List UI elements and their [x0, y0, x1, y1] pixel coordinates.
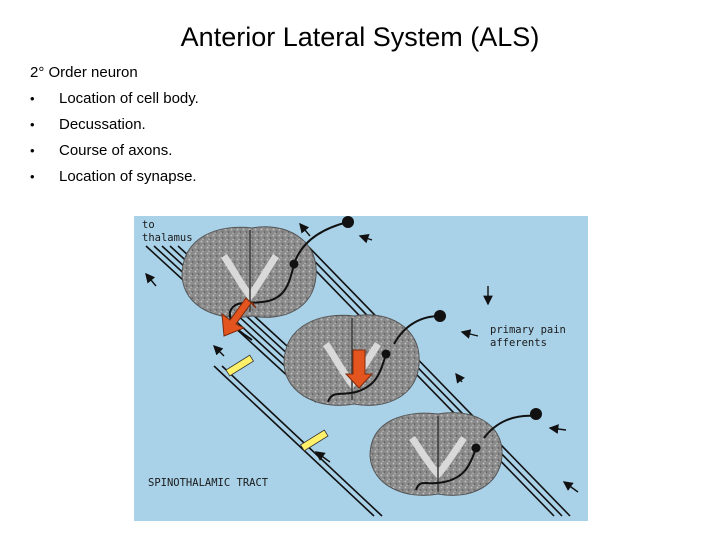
spinal-cord-section-middle: [283, 314, 420, 406]
yellow-markers: [225, 354, 329, 452]
spinal-cord-section-upper: [181, 226, 317, 318]
direction-arrows: [145, 222, 579, 493]
list-item: • Location of synapse.: [30, 168, 199, 194]
yellow-marker-upper: [225, 354, 255, 377]
bullet-heading: 2° Order neuron: [30, 64, 138, 81]
bullet-dot: •: [30, 91, 35, 106]
red-arrow-middle: [344, 349, 374, 389]
bullet-text: Decussation.: [59, 116, 146, 133]
bullet-dot: •: [30, 169, 35, 184]
red-arrow-upper: [221, 297, 257, 337]
label-thalamus: thalamus: [142, 232, 193, 244]
red-arrows: [221, 297, 374, 389]
bullet-text: Course of axons.: [59, 142, 173, 159]
list-item: • Course of axons.: [30, 142, 199, 168]
yellow-marker-lower: [299, 429, 329, 452]
list-item: • Decussation.: [30, 116, 199, 142]
label-spinothalamic-tract: SPINOTHALAMIC TRACT: [148, 477, 269, 489]
spinothalamic-tract-diagram: to thalamus primary pain afferents SPINO…: [134, 216, 588, 521]
neuron-cell-bodies: [289, 216, 542, 453]
slide-title: Anterior Lateral System (ALS): [180, 22, 540, 52]
spinal-cord-section-lower: [369, 412, 503, 496]
label-afferents: afferents: [490, 337, 547, 349]
list-item: • Location of cell body.: [30, 90, 199, 116]
bullet-text: Location of cell body.: [59, 90, 199, 107]
bullet-text: Location of synapse.: [59, 168, 197, 185]
bullet-dot: •: [30, 143, 35, 158]
label-primary-pain: primary pain: [490, 324, 566, 336]
bullet-dot: •: [30, 117, 35, 132]
label-to: to: [142, 219, 155, 231]
bullet-list: • Location of cell body. • Decussation. • C…: [30, 90, 199, 194]
